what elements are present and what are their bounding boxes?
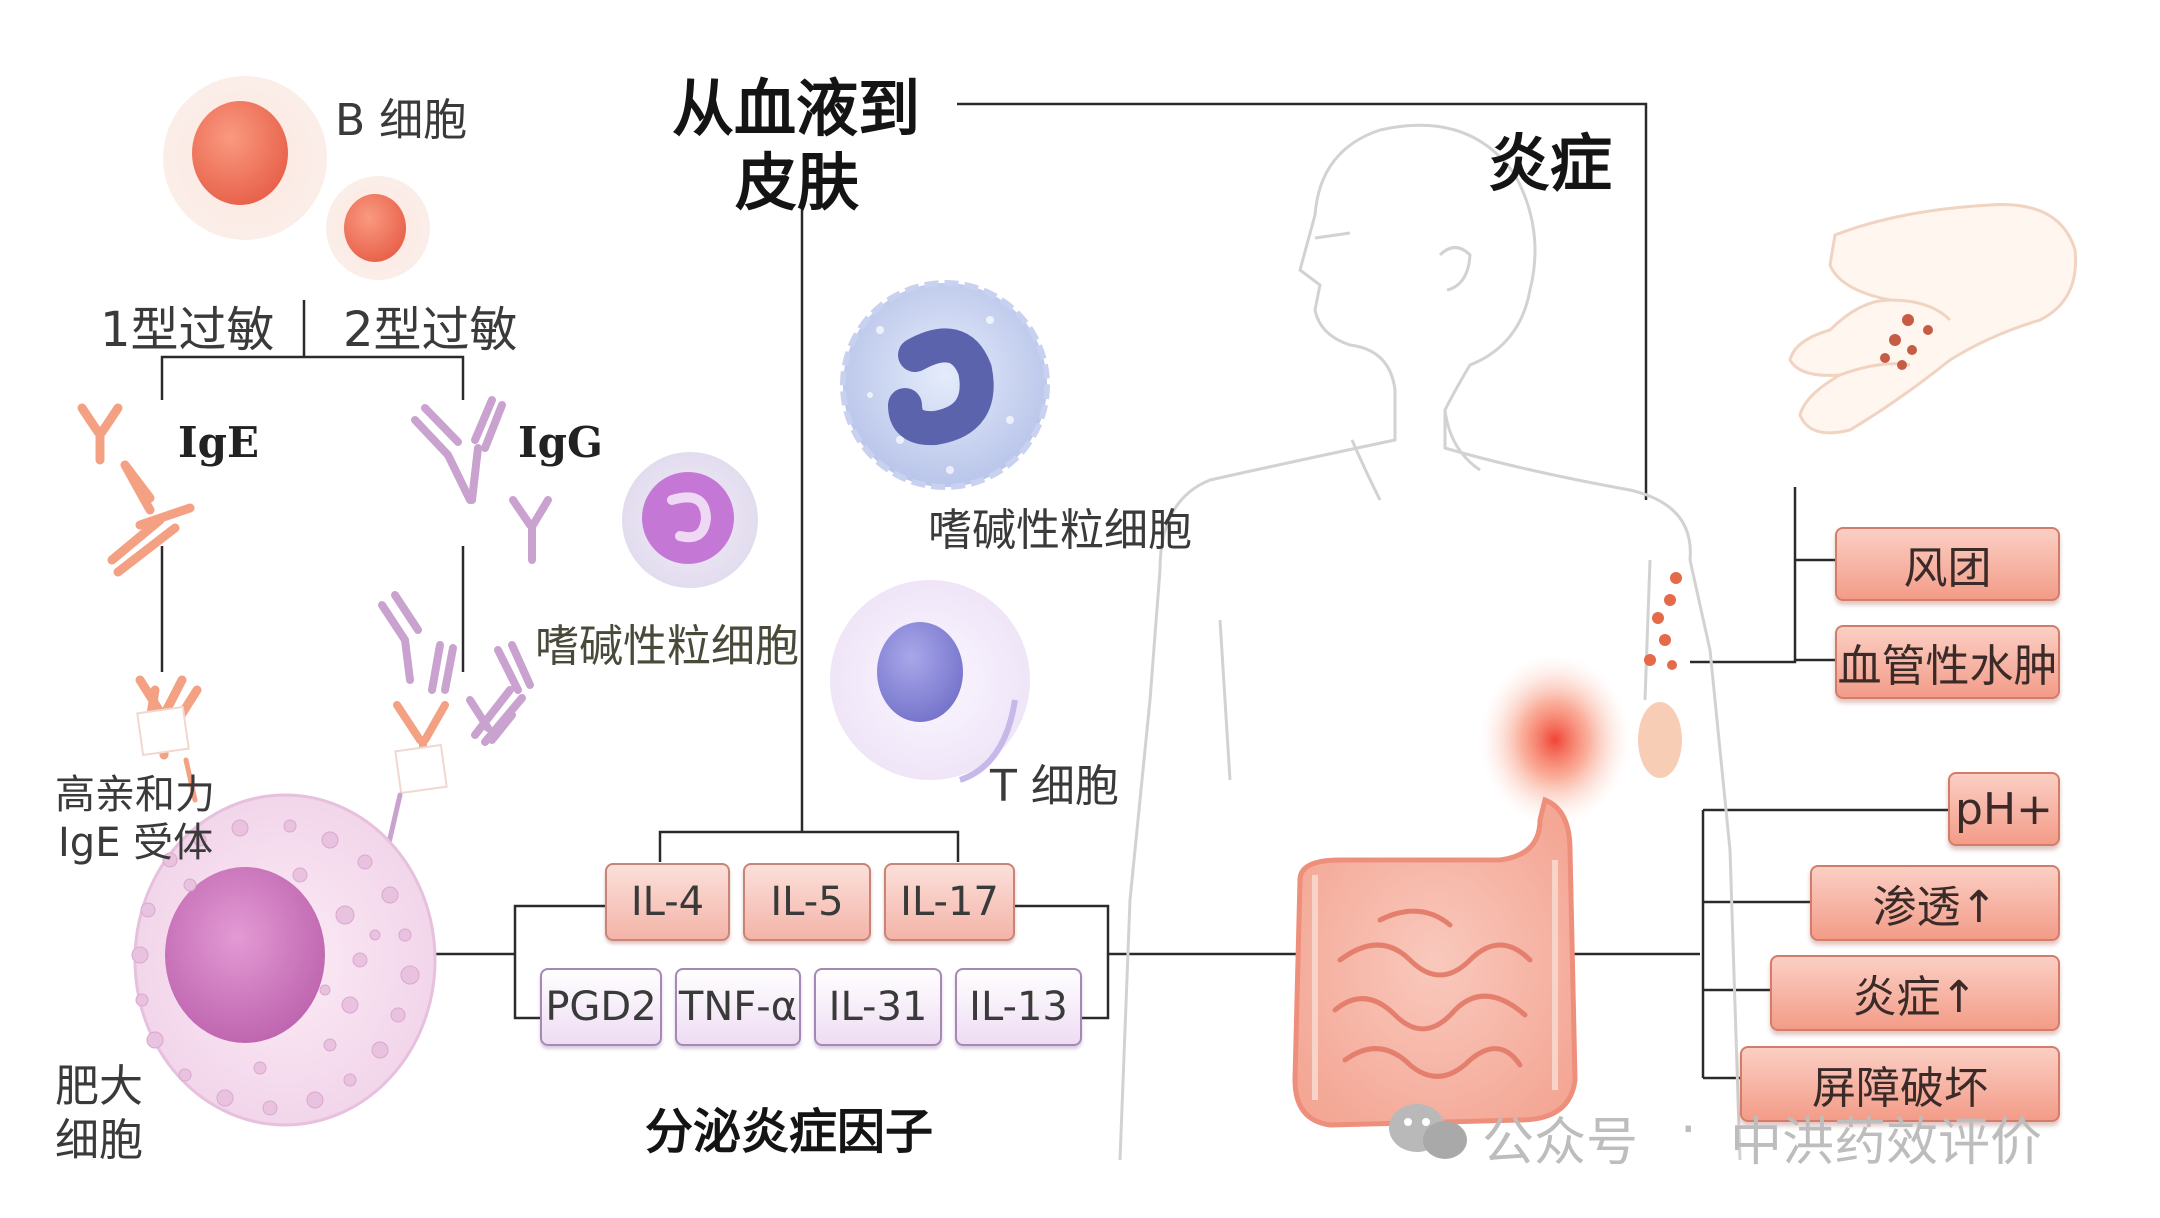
cytokine-box-il4: IL-4 xyxy=(605,863,730,941)
human-figure xyxy=(1118,123,1742,1161)
cytokine-caption: 分泌炎症因子 xyxy=(645,1104,934,1160)
itch-dots xyxy=(1880,314,1933,370)
igg-antibody-icons xyxy=(136,396,552,863)
t-cell-label: T 细胞 xyxy=(990,761,1119,812)
cytokine-box-il31: IL-31 xyxy=(814,968,942,1046)
title-line1: 从血液到 xyxy=(672,72,921,145)
symptom-box-angioedema: 血管性水肿 xyxy=(1835,625,2060,699)
b-cell-illustration xyxy=(163,76,430,280)
cytokine-box-tnf-alpha: TNF-α xyxy=(675,968,801,1046)
symptom-box-wheal: 风团 xyxy=(1835,527,2060,601)
cytokine-box-pgd2: PGD2 xyxy=(540,968,662,1046)
connector-lines xyxy=(160,102,1948,1080)
receptor-label-line2: IgE 受体 xyxy=(58,820,214,866)
basophil-small-illustration xyxy=(622,452,758,588)
inflammation-title: 炎症 xyxy=(1488,127,1613,200)
symptom-box-inflammation: 炎症↑ xyxy=(1770,955,2060,1031)
symptom-box-permeability: 渗透↑ xyxy=(1810,865,2060,941)
inflammation-glow xyxy=(1480,655,1630,825)
cytokine-box-il13: IL-13 xyxy=(955,968,1082,1046)
rash-patch xyxy=(1638,702,1682,778)
watermark-prefix: 公众号 xyxy=(1482,1113,1639,1173)
ige-label: IgE xyxy=(178,418,260,467)
mast-cell-label-line1: 肥大 xyxy=(55,1061,143,1112)
intestines-illustration xyxy=(1292,796,1578,1128)
igg-label: IgG xyxy=(518,418,603,467)
basophil-large-label: 嗜碱性粒细胞 xyxy=(928,505,1192,556)
basophil-small-label: 嗜碱性粒细胞 xyxy=(535,621,799,672)
cytokine-box-il17: IL-17 xyxy=(884,863,1015,941)
cytokine-box-il5: IL-5 xyxy=(743,863,871,941)
type1-allergy-label: 1型过敏 xyxy=(100,302,275,358)
title-line2: 皮肤 xyxy=(735,146,860,219)
mast-cell-illustration xyxy=(131,793,437,1127)
watermark-name: 中洪药效评价 xyxy=(1730,1113,2043,1173)
t-cell-illustration xyxy=(830,580,1030,783)
symptom-box-ph: pH+ xyxy=(1948,772,2060,846)
b-cell-label: B 细胞 xyxy=(335,95,468,146)
mast-cell-label-line2: 细胞 xyxy=(55,1115,143,1166)
scratching-hand-illustration xyxy=(1788,203,2078,435)
receptor-label-line1: 高亲和力 xyxy=(55,772,215,818)
rash-dots xyxy=(1644,572,1682,670)
wechat-icon xyxy=(1389,1104,1467,1159)
basophil-large-illustration xyxy=(840,280,1050,490)
watermark-separator: · xyxy=(1680,1100,1697,1160)
symptom-box-barrier-damage: 屏障破坏 xyxy=(1740,1046,2060,1122)
type2-allergy-label: 2型过敏 xyxy=(343,302,518,358)
